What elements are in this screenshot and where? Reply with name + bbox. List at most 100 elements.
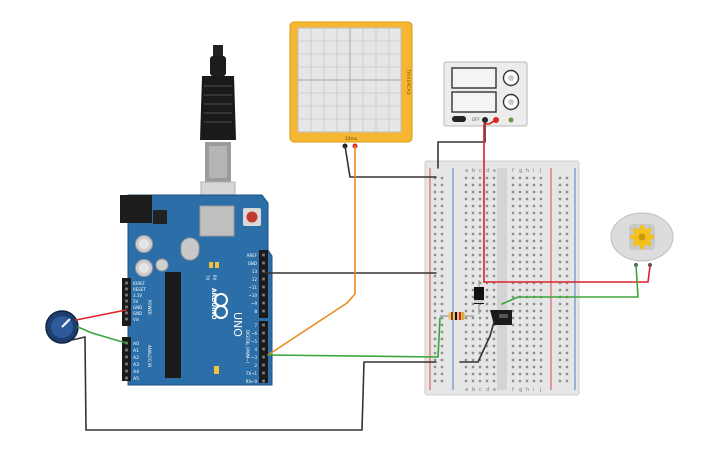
breadboard-hole[interactable]	[518, 218, 522, 222]
breadboard-hole[interactable]	[485, 218, 489, 222]
breadboard-hole[interactable]	[539, 309, 543, 313]
breadboard-hole[interactable]	[558, 323, 562, 327]
breadboard-hole[interactable]	[492, 337, 496, 341]
breadboard-hole[interactable]	[478, 218, 482, 222]
breadboard-hole[interactable]	[433, 337, 437, 341]
breadboard-hole[interactable]	[565, 302, 569, 306]
breadboard-hole[interactable]	[433, 218, 437, 222]
breadboard-hole[interactable]	[511, 274, 515, 278]
breadboard-hole[interactable]	[565, 365, 569, 369]
breadboard-hole[interactable]	[471, 351, 475, 355]
breadboard-hole[interactable]	[464, 344, 468, 348]
breadboard-hole[interactable]	[518, 225, 522, 229]
header-pin[interactable]	[262, 379, 265, 383]
breadboard-hole[interactable]	[464, 365, 468, 369]
breadboard-hole[interactable]	[525, 267, 529, 271]
breadboard-hole[interactable]	[532, 246, 536, 250]
breadboard-hole[interactable]	[511, 225, 515, 229]
breadboard-hole[interactable]	[532, 323, 536, 327]
header-pin[interactable]	[125, 293, 128, 297]
breadboard-hole[interactable]	[511, 344, 515, 348]
breadboard-hole[interactable]	[565, 281, 569, 285]
breadboard-hole[interactable]	[433, 281, 437, 285]
power-switch[interactable]	[452, 116, 466, 122]
breadboard-hole[interactable]	[518, 358, 522, 362]
breadboard-hole[interactable]	[464, 197, 468, 201]
breadboard-hole[interactable]	[492, 365, 496, 369]
breadboard-hole[interactable]	[558, 351, 562, 355]
breadboard-hole[interactable]	[558, 246, 562, 250]
breadboard-hole[interactable]	[440, 239, 444, 243]
breadboard-hole[interactable]	[525, 365, 529, 369]
breadboard-hole[interactable]	[539, 302, 543, 306]
breadboard-hole[interactable]	[440, 358, 444, 362]
breadboard-hole[interactable]	[511, 295, 515, 299]
breadboard-hole[interactable]	[525, 358, 529, 362]
breadboard-hole[interactable]	[433, 288, 437, 292]
breadboard-hole[interactable]	[525, 232, 529, 236]
breadboard-hole[interactable]	[440, 197, 444, 201]
breadboard-hole[interactable]	[525, 176, 529, 180]
breadboard-hole[interactable]	[539, 211, 543, 215]
breadboard-hole[interactable]	[485, 309, 489, 313]
breadboard-hole[interactable]	[565, 204, 569, 208]
breadboard-hole[interactable]	[440, 337, 444, 341]
breadboard-hole[interactable]	[471, 358, 475, 362]
breadboard-hole[interactable]	[492, 379, 496, 383]
breadboard-hole[interactable]	[511, 337, 515, 341]
header-pin[interactable]	[125, 305, 128, 309]
breadboard-hole[interactable]	[565, 197, 569, 201]
breadboard-hole[interactable]	[471, 176, 475, 180]
breadboard-hole[interactable]	[478, 260, 482, 264]
breadboard-hole[interactable]	[525, 372, 529, 376]
breadboard-hole[interactable]	[558, 281, 562, 285]
breadboard-hole[interactable]	[539, 183, 543, 187]
breadboard-hole[interactable]	[485, 260, 489, 264]
breadboard-hole[interactable]	[565, 323, 569, 327]
breadboard-hole[interactable]	[518, 288, 522, 292]
breadboard-hole[interactable]	[525, 253, 529, 257]
breadboard-hole[interactable]	[492, 344, 496, 348]
breadboard-hole[interactable]	[464, 232, 468, 236]
breadboard-hole[interactable]	[464, 351, 468, 355]
breadboard-hole[interactable]	[558, 211, 562, 215]
breadboard-hole[interactable]	[558, 232, 562, 236]
breadboard-hole[interactable]	[558, 372, 562, 376]
breadboard-hole[interactable]	[532, 316, 536, 320]
breadboard-hole[interactable]	[492, 246, 496, 250]
breadboard-hole[interactable]	[478, 239, 482, 243]
wire-orange-probe[interactable]	[267, 145, 356, 356]
breadboard-hole[interactable]	[565, 372, 569, 376]
breadboard-hole[interactable]	[539, 197, 543, 201]
breadboard-hole[interactable]	[539, 204, 543, 208]
breadboard-hole[interactable]	[532, 330, 536, 334]
breadboard-hole[interactable]	[478, 372, 482, 376]
breadboard-hole[interactable]	[471, 372, 475, 376]
breadboard-hole[interactable]	[558, 225, 562, 229]
breadboard-hole[interactable]	[464, 190, 468, 194]
breadboard-hole[interactable]	[485, 379, 489, 383]
breadboard-hole[interactable]	[440, 260, 444, 264]
breadboard-hole[interactable]	[565, 225, 569, 229]
breadboard-hole[interactable]	[440, 295, 444, 299]
breadboard-hole[interactable]	[518, 232, 522, 236]
power-supply-ground-terminal[interactable]	[508, 117, 514, 123]
breadboard-hole[interactable]	[518, 274, 522, 278]
wire-black-transistor[interactable]	[459, 321, 495, 363]
breadboard-hole[interactable]	[525, 190, 529, 194]
breadboard-hole[interactable]	[558, 267, 562, 271]
breadboard-hole[interactable]	[433, 176, 437, 180]
breadboard-hole[interactable]	[485, 211, 489, 215]
header-pin[interactable]	[262, 347, 265, 351]
breadboard-hole[interactable]	[471, 218, 475, 222]
breadboard-hole[interactable]	[539, 225, 543, 229]
breadboard-hole[interactable]	[565, 288, 569, 292]
breadboard-hole[interactable]	[539, 253, 543, 257]
breadboard-hole[interactable]	[471, 239, 475, 243]
header-pin[interactable]	[262, 331, 265, 335]
breadboard-hole[interactable]	[478, 337, 482, 341]
breadboard-hole[interactable]	[565, 183, 569, 187]
breadboard-hole[interactable]	[518, 379, 522, 383]
breadboard-hole[interactable]	[440, 232, 444, 236]
breadboard-hole[interactable]	[485, 281, 489, 285]
